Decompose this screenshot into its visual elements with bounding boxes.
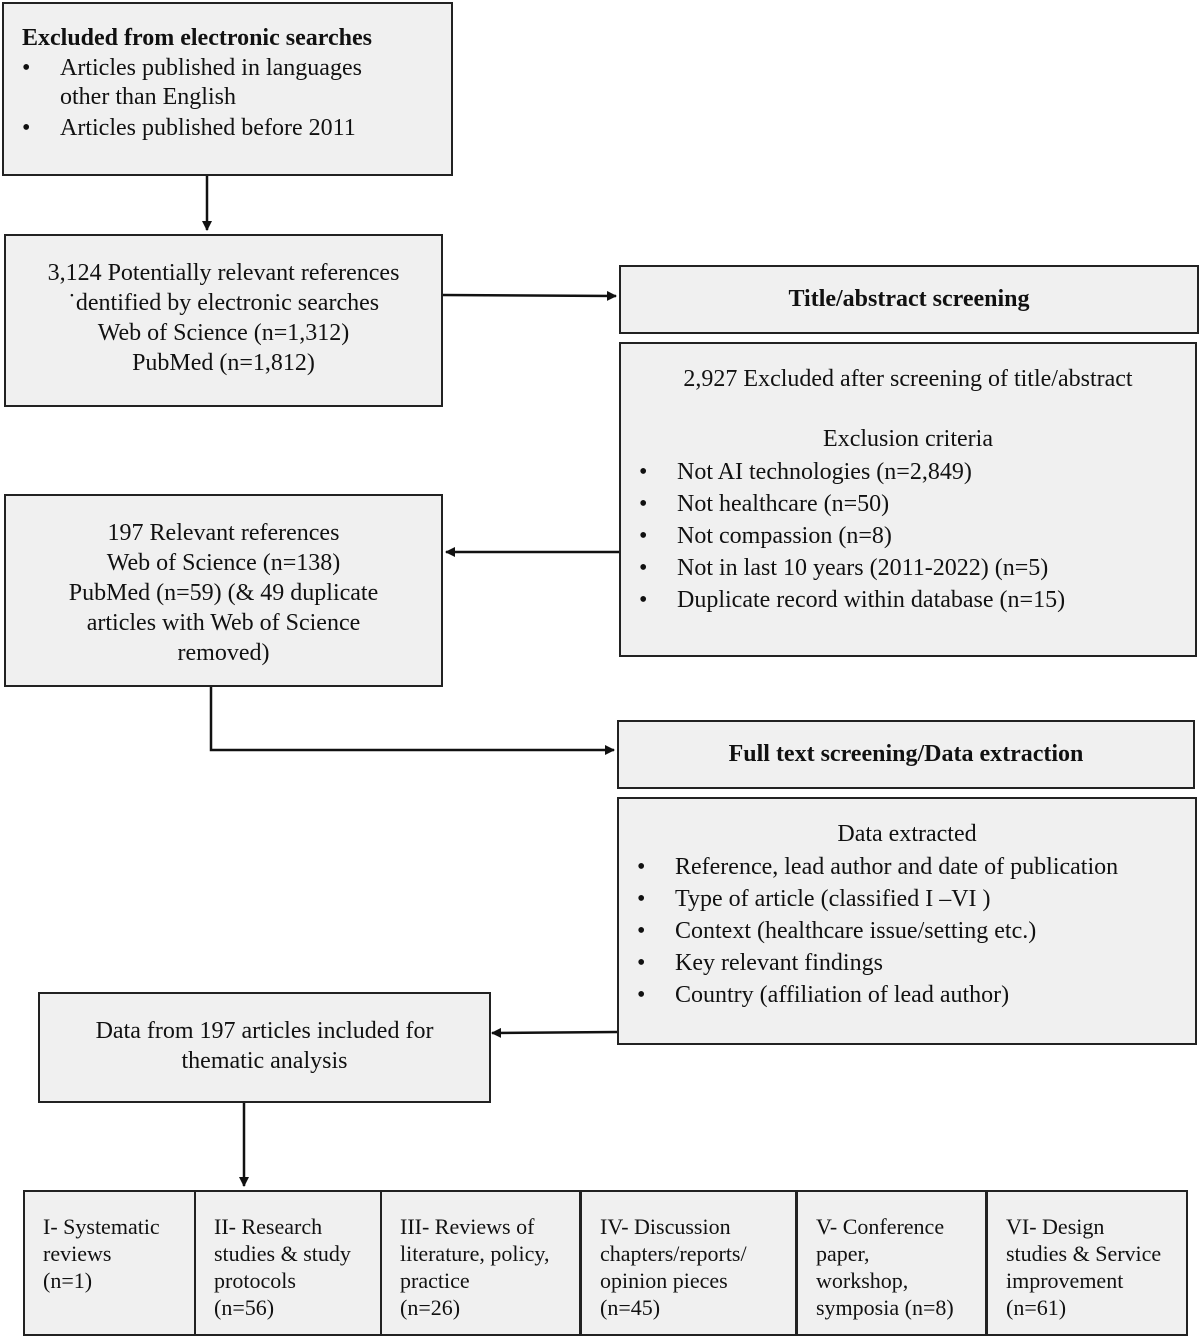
list-item: Context (healthcare issue/setting etc.) — [619, 915, 1195, 947]
category-line: studies & study — [214, 1241, 351, 1266]
relevant-line: removed) — [177, 640, 270, 666]
fulltext-screening-label: Full text screening/Data extraction — [728, 741, 1084, 767]
category-box-iv: IV- Discussion chapters/reports/ opinion… — [580, 1190, 797, 1336]
category-line: IV- Discussion — [600, 1214, 731, 1239]
relevant-line: PubMed (n=59) (& 49 duplicate — [68, 580, 379, 606]
category-line: (n=26) — [400, 1295, 461, 1320]
category-line: reviews — [43, 1241, 112, 1266]
relevant-line: articles with Web of Science — [86, 610, 361, 636]
category-line: symposia (n=8) — [816, 1295, 954, 1320]
arrow-relevant-to-fulltext — [209, 686, 615, 755]
arrow-extracted-to-included — [491, 1027, 618, 1038]
list-item: Not in last 10 years (2011-2022) (n=5) — [621, 552, 1195, 584]
category-box-i: I- Systematic reviews (n=1) — [23, 1190, 196, 1336]
category-line: literature, policy, — [400, 1241, 550, 1266]
exclusion-criteria-box: 2,927 Excluded after screening of title/… — [619, 342, 1197, 657]
category-box-v: V- Conference paper, workshop, symposia … — [796, 1190, 987, 1336]
included-line: Data from 197 articles included for — [95, 1018, 434, 1044]
list-item: Country (affiliation of lead author) — [619, 979, 1195, 1011]
identified-references-box: 3,124 Potentially relevant references ˙d… — [4, 234, 443, 407]
excluded-electronic-box: Excluded from electronic searches Articl… — [2, 2, 453, 176]
category-line: practice — [400, 1268, 470, 1293]
category-line: workshop, — [816, 1268, 909, 1293]
excluded-screening-summary: 2,927 Excluded after screening of title/… — [683, 366, 1133, 392]
identified-line: PubMed (n=1,812) — [132, 350, 315, 376]
title-abstract-screening-label: Title/abstract screening — [788, 286, 1030, 312]
identified-line: 3,124 Potentially relevant references — [47, 260, 400, 286]
list-item: Articles published in languages other th… — [4, 54, 400, 112]
identified-line: Web of Science (n=1,312) — [97, 320, 350, 346]
category-line: chapters/reports/ — [600, 1241, 747, 1266]
fulltext-screening-box: Full text screening/Data extraction — [617, 720, 1195, 789]
exclusion-criteria-title: Exclusion criteria — [823, 426, 993, 452]
category-line: (n=1) — [43, 1268, 93, 1293]
title-abstract-screening-box: Title/abstract screening — [619, 265, 1199, 334]
included-thematic-box: Data from 197 articles included for them… — [38, 992, 491, 1103]
list-item: Not healthcare (n=50) — [621, 488, 1195, 520]
category-box-vi: VI- Design studies & Service improvement… — [986, 1190, 1188, 1336]
identified-line: ˙dentified by electronic searches — [67, 290, 380, 316]
list-item: Reference, lead author and date of publi… — [619, 851, 1195, 883]
list-item: Not compassion (n=8) — [621, 520, 1195, 552]
category-line: protocols — [214, 1268, 296, 1293]
relevant-line: Web of Science (n=138) — [106, 550, 341, 576]
category-line: paper, — [816, 1241, 870, 1266]
data-extracted-box: Data extracted Reference, lead author an… — [617, 797, 1197, 1045]
excluded-electronic-list: Articles published in languages other th… — [4, 54, 441, 144]
data-extracted-title: Data extracted — [837, 821, 977, 847]
category-line: (n=45) — [600, 1295, 661, 1320]
list-item: Duplicate record within database (n=15) — [621, 584, 1195, 616]
category-line: VI- Design — [1006, 1214, 1105, 1239]
relevant-references-box: 197 Relevant references Web of Science (… — [4, 494, 443, 687]
category-box-iii: III- Reviews of literature, policy, prac… — [380, 1190, 581, 1336]
category-line: studies & Service — [1006, 1241, 1162, 1266]
list-item: Key relevant findings — [619, 947, 1195, 979]
category-line: III- Reviews of — [400, 1214, 535, 1239]
category-line: opinion pieces — [600, 1268, 728, 1293]
list-item: Not AI technologies (n=2,849) — [621, 456, 1195, 488]
category-line: (n=61) — [1006, 1295, 1067, 1320]
category-line: I- Systematic — [43, 1214, 160, 1239]
list-item: Articles published before 2011 — [4, 112, 441, 144]
category-box-ii: II- Research studies & study protocols (… — [194, 1190, 382, 1336]
exclusion-criteria-list: Not AI technologies (n=2,849) Not health… — [621, 456, 1195, 616]
relevant-line: 197 Relevant references — [107, 520, 340, 546]
category-line: improvement — [1006, 1268, 1124, 1293]
category-line: V- Conference — [816, 1214, 945, 1239]
arrow-identified-to-title-screening — [441, 290, 617, 301]
category-line: (n=56) — [214, 1295, 275, 1320]
category-line: II- Research — [214, 1214, 323, 1239]
list-item: Type of article (classified I –VI ) — [619, 883, 1195, 915]
included-line: thematic analysis — [181, 1048, 348, 1074]
data-extracted-list: Reference, lead author and date of publi… — [619, 851, 1195, 1011]
excluded-electronic-title: Excluded from electronic searches — [22, 25, 372, 51]
